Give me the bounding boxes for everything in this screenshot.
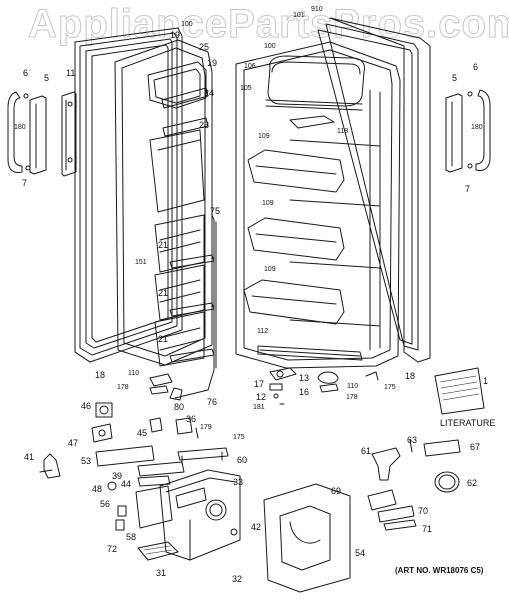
callout-c-67: 67 — [470, 442, 481, 452]
callout-c-60: 60 — [237, 455, 248, 465]
callout-c-1: 1 — [483, 376, 489, 386]
callout-c-6r: 6 — [473, 62, 479, 72]
left-handle-assembly — [7, 91, 77, 177]
callout-c-75: 75 — [210, 206, 221, 216]
callout-c-181: 181 — [253, 404, 265, 411]
callout-c-110a: 110 — [128, 370, 140, 377]
callout-c-109b: 109 — [262, 200, 274, 207]
callout-c-21b: 21 — [158, 288, 169, 298]
callout-c-53: 53 — [81, 456, 92, 466]
callout-c-70: 70 — [418, 506, 429, 516]
hinge-hardware — [149, 367, 379, 405]
callout-c-56: 56 — [100, 499, 111, 509]
callout-c-910: 910 — [311, 6, 323, 13]
callout-c-24: 24 — [204, 88, 215, 98]
freezer-door-frame — [74, 27, 183, 363]
art-number: (ART NO. WR18076 C5) — [395, 566, 484, 575]
callout-c-109a: 109 — [258, 133, 270, 140]
callout-c-101: 101 — [293, 12, 305, 19]
callout-c-109c: 109 — [264, 266, 276, 273]
callout-c-5l: 5 — [44, 73, 50, 83]
callout-c-58: 58 — [126, 532, 137, 542]
callout-c-19b: 19 — [207, 58, 218, 68]
callout-c-80: 80 — [174, 402, 185, 412]
callout-c-62: 62 — [467, 478, 478, 488]
callout-c-72: 72 — [107, 544, 118, 554]
callout-c-11: 11 — [66, 68, 76, 78]
callout-c-63: 63 — [407, 435, 418, 445]
callout-c-179: 179 — [200, 424, 212, 431]
callout-c-48: 48 — [92, 484, 103, 494]
callout-c-69: 69 — [331, 486, 342, 496]
callout-c-13: 13 — [299, 373, 310, 383]
callout-c-25: 25 — [199, 42, 210, 52]
callout-c-18l: 18 — [95, 370, 106, 380]
callout-c-110b: 110 — [347, 383, 359, 390]
callout-c-21c: 21 — [158, 334, 169, 344]
callout-c-180l: 180 — [14, 124, 26, 131]
callout-c-71: 71 — [422, 524, 433, 534]
watermark: AppliancePartsPros.com — [28, 2, 509, 47]
callout-c-100a: 100 — [181, 21, 193, 28]
callout-c-21a: 21 — [158, 240, 169, 250]
callout-c-46: 46 — [81, 401, 92, 411]
callout-c-32: 32 — [232, 574, 243, 584]
callout-c-16: 16 — [299, 387, 310, 397]
callout-c-7l: 7 — [22, 178, 28, 188]
callout-c-23: 23 — [199, 120, 210, 130]
callout-c-33: 33 — [233, 477, 244, 487]
callout-c-106: 106 — [244, 63, 256, 70]
callout-c-175b: 175 — [233, 434, 245, 441]
callout-c-31: 31 — [156, 568, 167, 578]
callout-c-19a: 19 — [170, 30, 181, 40]
callout-c-41: 41 — [24, 452, 35, 462]
fresh-food-door-frame — [317, 17, 431, 363]
callout-c-36: 36 — [186, 414, 197, 424]
dispenser-components — [39, 402, 461, 593]
callout-c-5r: 5 — [452, 73, 458, 83]
callout-c-76: 76 — [207, 397, 218, 407]
callout-c-178l: 178 — [117, 384, 129, 391]
literature-label: LITERATURE — [440, 418, 496, 428]
fresh-food-door-liner — [235, 41, 401, 369]
callout-c-180r: 180 — [471, 124, 483, 131]
callout-c-6l: 6 — [23, 68, 29, 78]
callout-c-7r: 7 — [465, 184, 471, 194]
callout-c-112: 112 — [257, 328, 269, 335]
callout-c-100b: 100 — [264, 43, 276, 50]
literature-booklet — [434, 367, 485, 415]
callout-c-44: 44 — [121, 479, 132, 489]
callout-c-42: 42 — [251, 522, 262, 532]
callout-c-61: 61 — [361, 446, 372, 456]
callout-c-105: 105 — [240, 85, 252, 92]
callout-c-17: 17 — [254, 379, 265, 389]
callout-c-175a: 175 — [384, 384, 396, 391]
callout-c-151: 151 — [135, 259, 147, 266]
callout-c-39: 39 — [112, 471, 123, 481]
freezer-door-liner — [114, 39, 217, 399]
callout-c-12: 12 — [256, 392, 267, 402]
callout-c-47: 47 — [68, 438, 79, 448]
right-handle-assembly — [445, 89, 491, 173]
callout-c-118: 118 — [337, 128, 349, 135]
callout-c-178r: 178 — [346, 394, 358, 401]
callout-c-45: 45 — [137, 428, 148, 438]
callout-c-54: 54 — [355, 548, 366, 558]
callout-c-18r: 18 — [405, 371, 416, 381]
